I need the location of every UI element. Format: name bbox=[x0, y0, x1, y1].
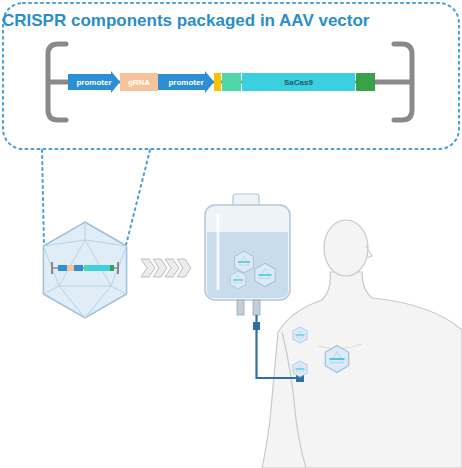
small-capsids bbox=[230, 251, 348, 377]
element-label: SaCas9 bbox=[284, 78, 313, 87]
nls-element bbox=[214, 73, 221, 91]
tag-element bbox=[222, 73, 241, 91]
cas9-element: SaCas9 bbox=[242, 73, 355, 91]
flow-chevrons bbox=[141, 259, 191, 277]
element-label: promoter bbox=[76, 78, 111, 87]
polya-element bbox=[356, 73, 375, 91]
iv-bag bbox=[205, 194, 304, 382]
callout-line bbox=[42, 150, 44, 245]
element-label: gRNA bbox=[128, 78, 150, 87]
patient-silhouette bbox=[262, 220, 462, 468]
panel-heading: CRISPR components packaged in AAV vector bbox=[2, 11, 369, 30]
aav-capsid bbox=[43, 222, 126, 318]
callout-panel: CRISPR components packaged in AAV vector… bbox=[2, 2, 460, 150]
itr-right bbox=[375, 44, 412, 120]
grna-element: gRNA bbox=[120, 73, 158, 91]
itr-left bbox=[48, 44, 70, 120]
element-label: promoter bbox=[168, 78, 203, 87]
callout-line bbox=[126, 150, 150, 245]
promoter-element: promoter bbox=[158, 71, 214, 93]
promoter-element: promoter bbox=[68, 71, 120, 93]
